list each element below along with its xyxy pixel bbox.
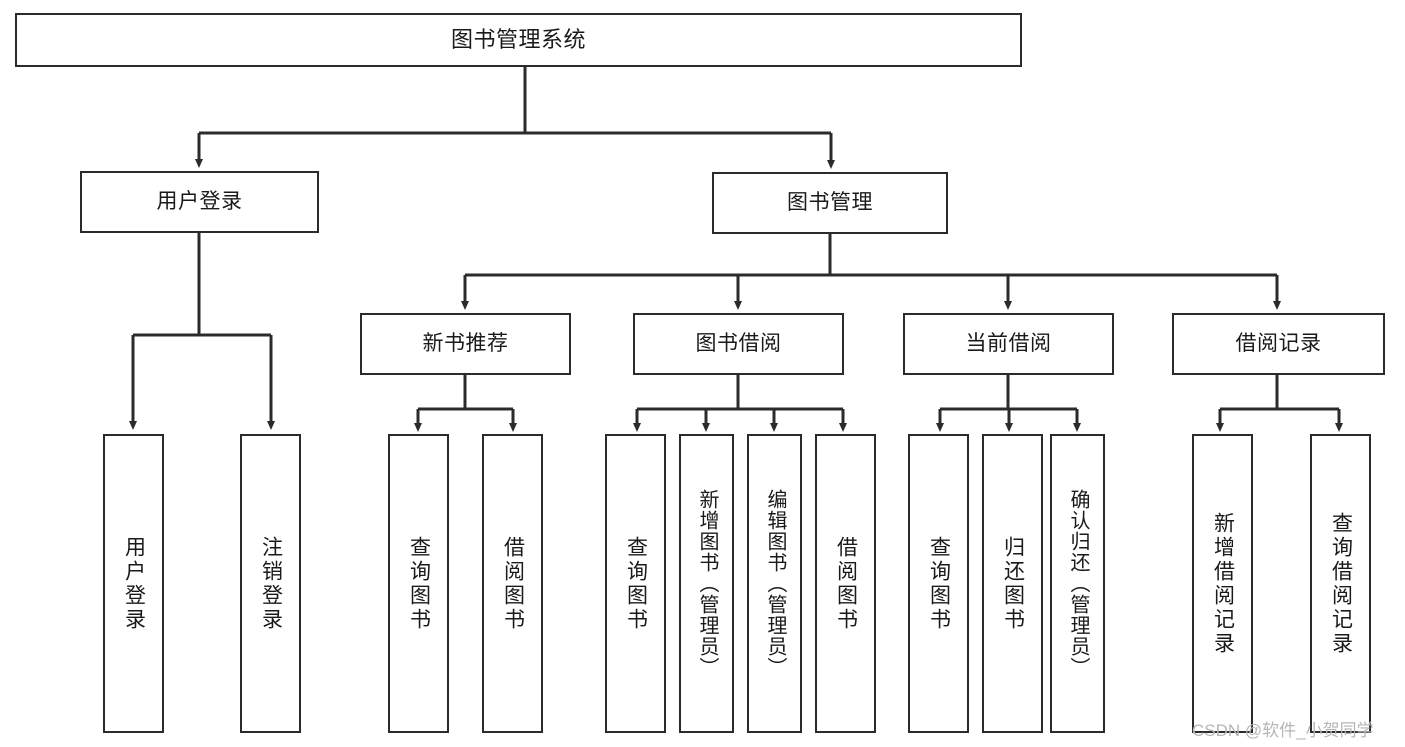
node-label: 编辑图书（管理员） <box>764 489 786 678</box>
node-label: 新书推荐 <box>422 332 509 356</box>
leaf-query-book-recommend[interactable]: 查询图书 <box>388 434 449 733</box>
node-label: 注销登录 <box>259 535 283 632</box>
node-label: 归还图书 <box>1001 535 1025 632</box>
node-user-login[interactable]: 用户登录 <box>80 171 319 233</box>
leaf-user-login[interactable]: 用户登录 <box>103 434 164 733</box>
node-borrow-record[interactable]: 借阅记录 <box>1172 313 1385 375</box>
node-new-book-recommend[interactable]: 新书推荐 <box>360 313 571 375</box>
node-label: 借阅图书 <box>834 535 858 632</box>
leaf-return-book[interactable]: 归还图书 <box>982 434 1043 733</box>
leaf-edit-book-admin[interactable]: 编辑图书（管理员） <box>747 434 802 733</box>
leaf-query-book-current[interactable]: 查询图书 <box>908 434 969 733</box>
leaf-query-book-borrow[interactable]: 查询图书 <box>605 434 666 733</box>
node-label: 确认归还（管理员） <box>1067 489 1089 678</box>
leaf-add-book-admin[interactable]: 新增图书（管理员） <box>679 434 734 733</box>
leaf-borrow-book-recommend[interactable]: 借阅图书 <box>482 434 543 733</box>
csdn-watermark: CSDN @软件_小贺同学 <box>1192 721 1374 740</box>
node-label: 借阅记录 <box>1235 332 1322 356</box>
node-label: 用户登录 <box>156 190 243 214</box>
node-book-borrow[interactable]: 图书借阅 <box>633 313 844 375</box>
node-root-system[interactable]: 图书管理系统 <box>15 13 1022 67</box>
node-label: 图书借阅 <box>695 332 782 356</box>
node-label: 图书管理系统 <box>450 26 586 52</box>
leaf-add-borrow-record[interactable]: 新增借阅记录 <box>1192 434 1253 733</box>
leaf-query-borrow-record[interactable]: 查询借阅记录 <box>1310 434 1371 733</box>
node-label: 当前借阅 <box>965 332 1052 356</box>
node-label: 新增借阅记录 <box>1211 511 1235 656</box>
node-label: 查询图书 <box>927 535 951 632</box>
node-label: 查询图书 <box>407 535 431 632</box>
node-label: 新增图书（管理员） <box>696 489 718 678</box>
leaf-logout[interactable]: 注销登录 <box>240 434 301 733</box>
leaf-confirm-return-admin[interactable]: 确认归还（管理员） <box>1050 434 1105 733</box>
node-label: 用户登录 <box>122 535 146 632</box>
leaf-borrow-book[interactable]: 借阅图书 <box>815 434 876 733</box>
node-label: 借阅图书 <box>501 535 525 632</box>
node-label: 查询借阅记录 <box>1329 511 1353 656</box>
node-current-borrow[interactable]: 当前借阅 <box>903 313 1114 375</box>
node-label: 查询图书 <box>624 535 648 632</box>
node-book-management[interactable]: 图书管理 <box>712 172 948 234</box>
node-label: 图书管理 <box>787 191 873 215</box>
